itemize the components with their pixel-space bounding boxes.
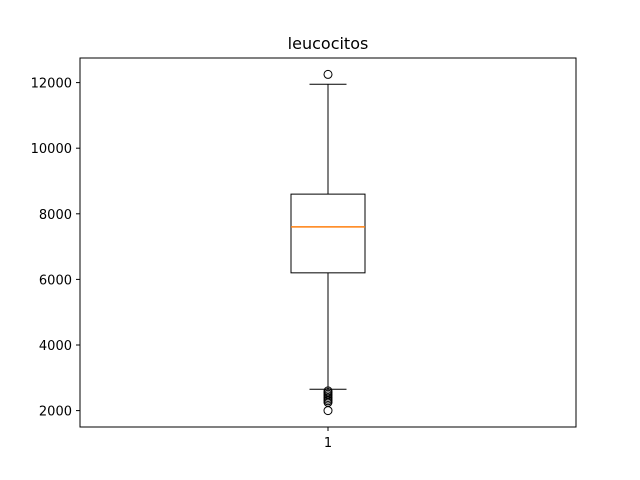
x-tick-label: 1 [324,436,332,451]
plot-frame [79,57,577,428]
iqr-box [290,193,366,274]
y-tick-label: 2000 [39,405,72,420]
y-tick-label: 6000 [39,273,72,288]
y-tick-label: 12000 [31,77,72,92]
y-tick-label: 10000 [31,142,72,157]
outlier-point [323,69,333,79]
outlier-point [323,406,333,416]
y-tick-label: 4000 [39,339,72,354]
y-tick-label: 8000 [39,208,72,223]
chart-title: leucocitos [288,34,369,53]
outlier-point [323,386,333,396]
